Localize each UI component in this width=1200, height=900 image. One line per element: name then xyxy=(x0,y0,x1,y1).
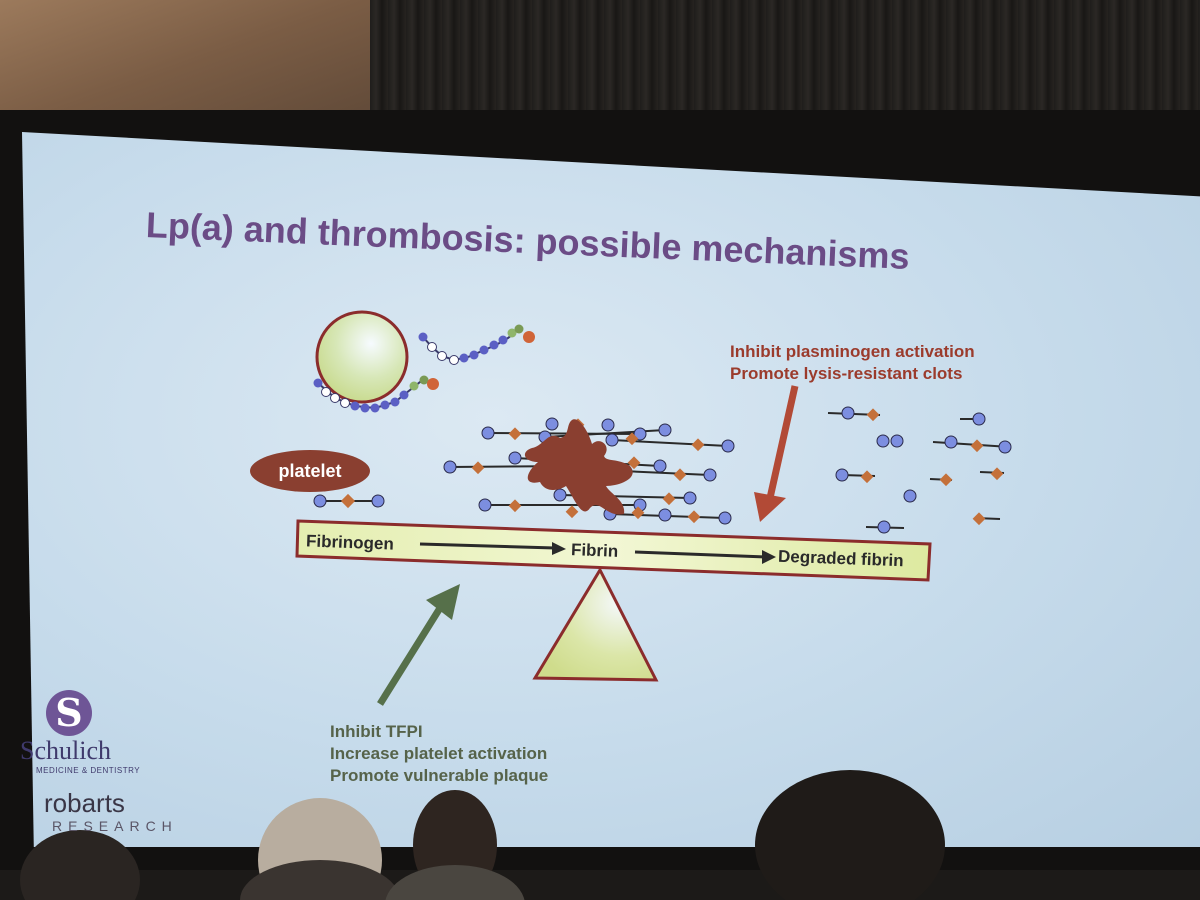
note-line: Promote vulnerable plaque xyxy=(330,766,549,785)
audience-silhouettes xyxy=(20,770,945,900)
projected-slide xyxy=(22,132,1200,847)
platelet-icon xyxy=(250,450,370,492)
note-line: Promote lysis-resistant clots xyxy=(730,364,963,383)
fibrinogen-label: Fibrinogen xyxy=(305,531,395,554)
red-arrow-down-icon xyxy=(754,385,799,522)
green-arrow-up-icon xyxy=(377,584,460,706)
apoa-chain-free-icon xyxy=(418,324,535,365)
apoa-chain-icon xyxy=(313,375,439,413)
note-line: Increase platelet activation xyxy=(330,744,548,763)
robarts-logo-subtitle: RESEARCH xyxy=(52,818,178,834)
fibrin-label: Fibrin xyxy=(570,540,619,561)
fulcrum-triangle xyxy=(532,566,659,682)
platelet-label: platelet xyxy=(278,461,342,481)
note-line: Inhibit TFPI xyxy=(330,722,423,741)
antifibrinolytic-effects-note: Inhibit plasminogen activation Promote l… xyxy=(730,341,975,385)
fibrinogen-molecule-icon xyxy=(313,493,385,509)
fibrin-crosslink-dots xyxy=(471,418,705,524)
degraded-fibrin-fragments-icon xyxy=(827,406,1012,534)
lpa-particle-icon xyxy=(315,310,409,404)
schulich-logo-text: Schulich xyxy=(20,736,111,765)
schulich-logo-icon: S xyxy=(46,690,92,736)
robarts-logo-text: robarts xyxy=(44,788,125,818)
schulich-logo-subtitle: MEDICINE & DENTISTRY xyxy=(36,766,141,775)
seesaw-beam xyxy=(295,519,932,582)
note-line: Inhibit plasminogen activation xyxy=(730,342,975,361)
prothrombotic-effects-note: Inhibit TFPI Increase platelet activatio… xyxy=(330,721,548,787)
activated-platelet-icon xyxy=(524,419,633,515)
pathway-arrows xyxy=(419,542,776,564)
